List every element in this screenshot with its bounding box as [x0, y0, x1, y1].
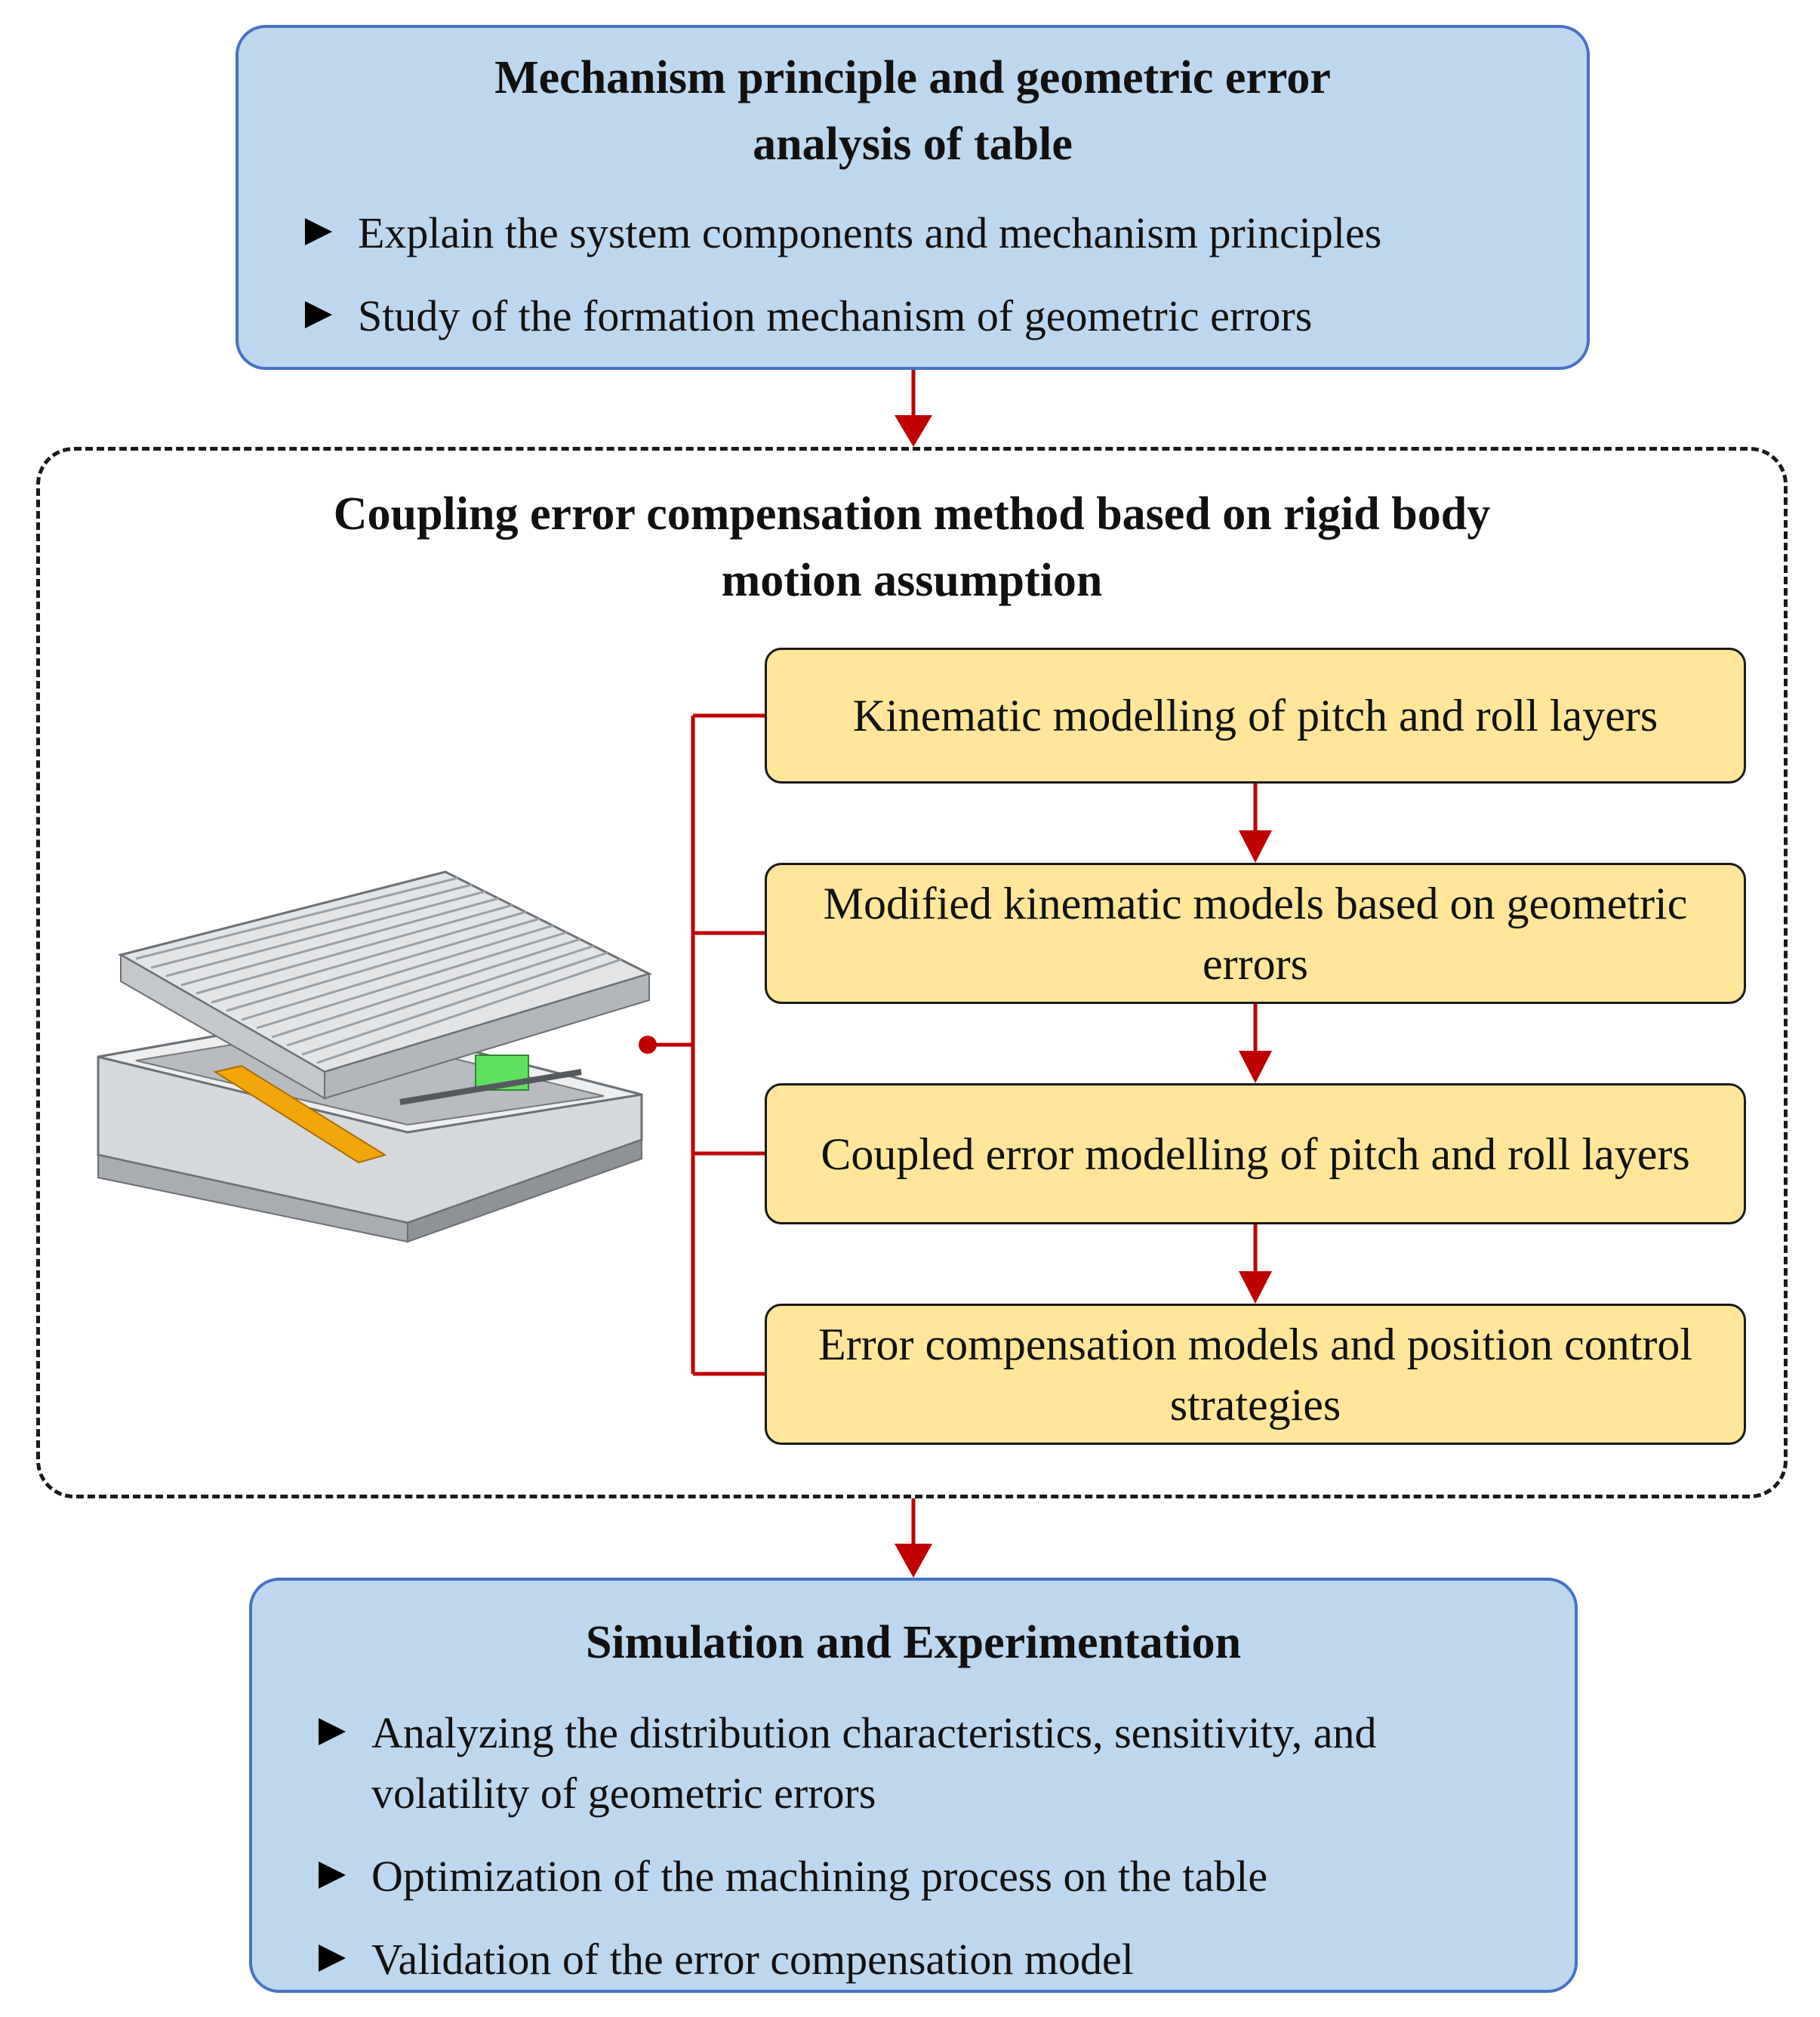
- bullet-item: Optimization of the machining process on…: [319, 1846, 1541, 1907]
- bullet-triangle-icon: [305, 301, 332, 328]
- simulation-experimentation-box: Simulation and Experimentation Analyzing…: [249, 1578, 1578, 1993]
- coupling-error-title: Coupling error compensation method based…: [333, 488, 1491, 606]
- step-error-compensation-models: Error compensation models and position c…: [765, 1304, 1746, 1445]
- bullet-triangle-icon: [305, 218, 332, 245]
- bullet-triangle-icon: [319, 1718, 346, 1745]
- bullet-item: Analyzing the distribution characteristi…: [319, 1703, 1541, 1824]
- simulation-experimentation-title: Simulation and Experimentation: [585, 1617, 1242, 1668]
- bullet-triangle-icon: [319, 1945, 346, 1972]
- step-modified-kinematic-models: Modified kinematic models based on geome…: [765, 863, 1746, 1004]
- rotary-table-illustration: [97, 870, 653, 1243]
- bracket-dot: [639, 1036, 657, 1054]
- mechanism-analysis-bullets: Explain the system components and mechan…: [305, 203, 1573, 369]
- step-kinematic-modelling: Kinematic modelling of pitch and roll la…: [765, 648, 1746, 784]
- simulation-experimentation-bullets: Analyzing the distribution characteristi…: [319, 1703, 1541, 2012]
- arrow-middle-to-bottom: [895, 1544, 932, 1578]
- arrow-top-to-middle: [895, 415, 932, 447]
- mechanism-analysis-box: Mechanism principle and geometric error …: [236, 25, 1590, 370]
- mechanism-analysis-title: Mechanism principle and geometric error …: [494, 52, 1331, 170]
- arrow-step1-to-step2: [1239, 830, 1272, 863]
- bullet-item: Study of the formation mechanism of geom…: [305, 286, 1573, 346]
- arrow-step2-to-step3: [1239, 1051, 1272, 1083]
- bullet-triangle-icon: [319, 1861, 346, 1889]
- bullet-item: Explain the system components and mechan…: [305, 203, 1573, 263]
- bullet-item: Validation of the error compensation mod…: [319, 1929, 1541, 1990]
- arrow-step3-to-step4: [1239, 1271, 1272, 1304]
- yellow-rail: [213, 1064, 387, 1164]
- step-coupled-error-modelling: Coupled error modelling of pitch and rol…: [765, 1083, 1746, 1224]
- coupling-error-group: Coupling error compensation method based…: [36, 447, 1788, 1498]
